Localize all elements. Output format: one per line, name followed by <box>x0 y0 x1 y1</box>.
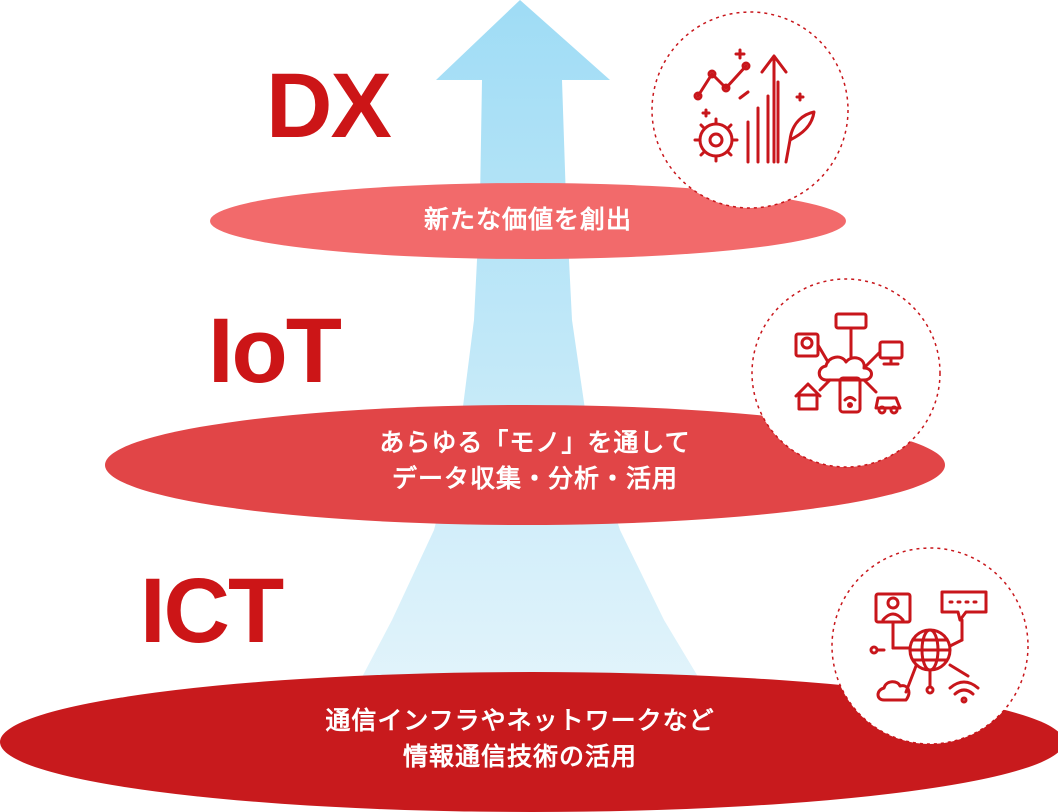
network-communication-icon <box>869 590 988 704</box>
connected-devices-icon <box>794 312 904 415</box>
iot-ellipse <box>105 405 945 525</box>
ict-ellipse <box>0 672 1058 812</box>
dx-description: 新たな価値を創出 <box>328 202 728 238</box>
growth-chart-gear-icon <box>693 48 816 164</box>
ict-description-line: 通信インフラやネットワークなど <box>325 706 715 735</box>
dx-description-line: 新たな価値を創出 <box>423 205 632 234</box>
iot-description: あらゆる「モノ」を通して データ収集・分析・活用 <box>255 425 815 498</box>
upward-arrow <box>350 0 712 700</box>
dx-ellipse <box>210 183 846 259</box>
iot-description-line: データ収集・分析・活用 <box>391 464 678 494</box>
ict-label: ICT <box>140 560 284 662</box>
ict-description: 通信インフラやネットワークなど 情報通信技術の活用 <box>240 703 800 776</box>
iot-description-line: あらゆる「モノ」を通して <box>379 428 691 457</box>
iot-icon-circle <box>751 278 941 468</box>
dx-icon-circle <box>651 11 849 209</box>
ict-description-line: 情報通信技術の活用 <box>402 742 637 772</box>
ict-icon-circle <box>831 547 1029 745</box>
dx-label: DX <box>266 55 392 157</box>
iot-label: IoT <box>208 300 342 402</box>
